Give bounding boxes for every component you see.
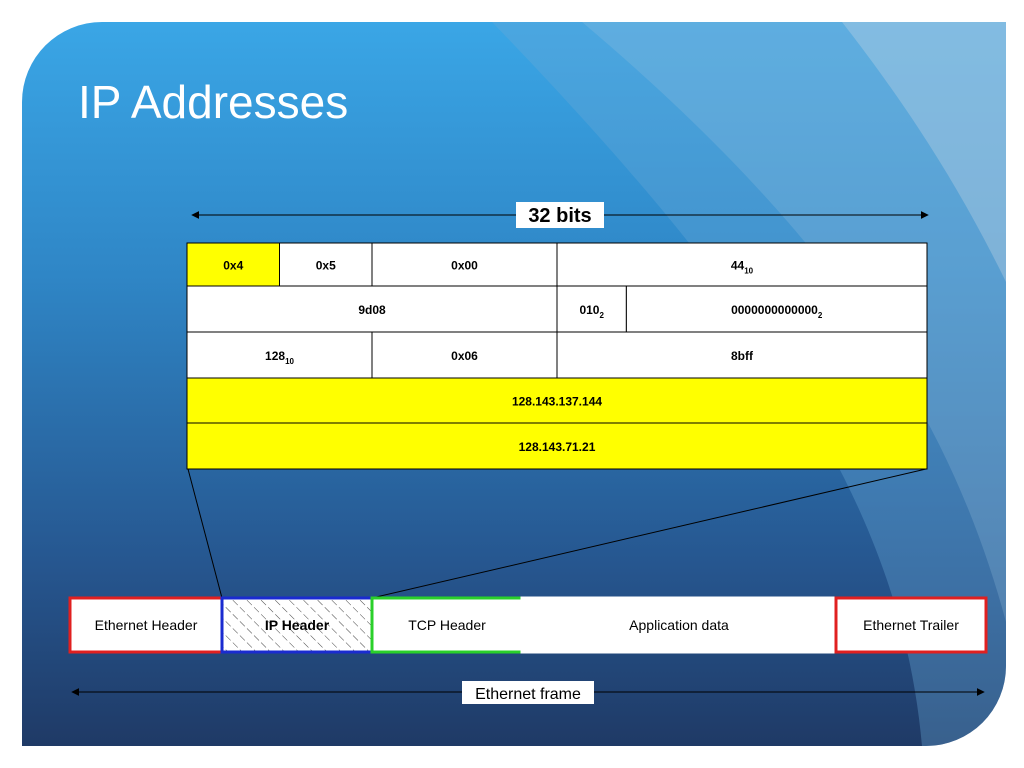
slide-title: IP Addresses (78, 76, 349, 128)
header-cell (186, 422, 928, 470)
header-cell-label: 00000000000002 (731, 303, 823, 320)
header-cell-label: 0x00 (451, 259, 478, 273)
header-cell (186, 285, 558, 333)
header-cell (556, 242, 928, 287)
header-cell (186, 242, 280, 287)
ethernet-frame-label: Ethernet frame (475, 686, 581, 703)
header-cell-label: 8bff (731, 349, 754, 363)
bits-width-label: 32 bits (528, 205, 591, 227)
frame-segment-label: TCP Header (408, 617, 486, 633)
frame-segment (834, 596, 988, 654)
header-cell-subscript: 10 (285, 357, 294, 366)
header-cell-label: 9d08 (358, 303, 386, 317)
header-cell (556, 331, 928, 379)
zoom-line-left (187, 468, 223, 599)
header-cell (186, 331, 373, 379)
header-cell-label: 0x06 (451, 349, 478, 363)
header-cell-subscript: 2 (599, 311, 604, 320)
header-cell (279, 242, 373, 287)
header-cell (371, 331, 558, 379)
header-cell-label: 128.143.71.21 (519, 440, 596, 454)
ip-header-table: 0x4 0x5 0x00 4410 9d08 0102 00000000000002 1281… (186, 242, 928, 470)
header-cell-label: 0x4 (223, 259, 243, 273)
header-cell-subscript: 2 (818, 311, 823, 320)
background-swoosh (492, 22, 1006, 746)
frame-segment-label: Ethernet Header (95, 617, 198, 633)
header-cell-label: 0102 (579, 303, 604, 320)
header-cell-label: 128.143.137.144 (512, 395, 602, 409)
bits-label-box (516, 202, 604, 228)
frame-segment-label: Ethernet Trailer (863, 617, 959, 633)
header-cell-label: 4410 (731, 259, 754, 276)
frame-segment-label: Application data (629, 617, 729, 633)
ethernet-frame: Ethernet Header IP Header TCP Header Applic… (68, 596, 988, 654)
header-cell-subscript: 10 (744, 267, 753, 276)
frame-segment (220, 596, 374, 654)
zoom-line-right (371, 468, 927, 599)
frame-segment-label: IP Header (265, 617, 330, 633)
ethernet-frame-label-box (462, 681, 594, 704)
frame-segment (370, 596, 524, 654)
header-cell-label: 12810 (265, 349, 294, 366)
header-cell (625, 285, 928, 333)
header-cell-label: 0x5 (316, 259, 336, 273)
header-cell (186, 377, 928, 424)
